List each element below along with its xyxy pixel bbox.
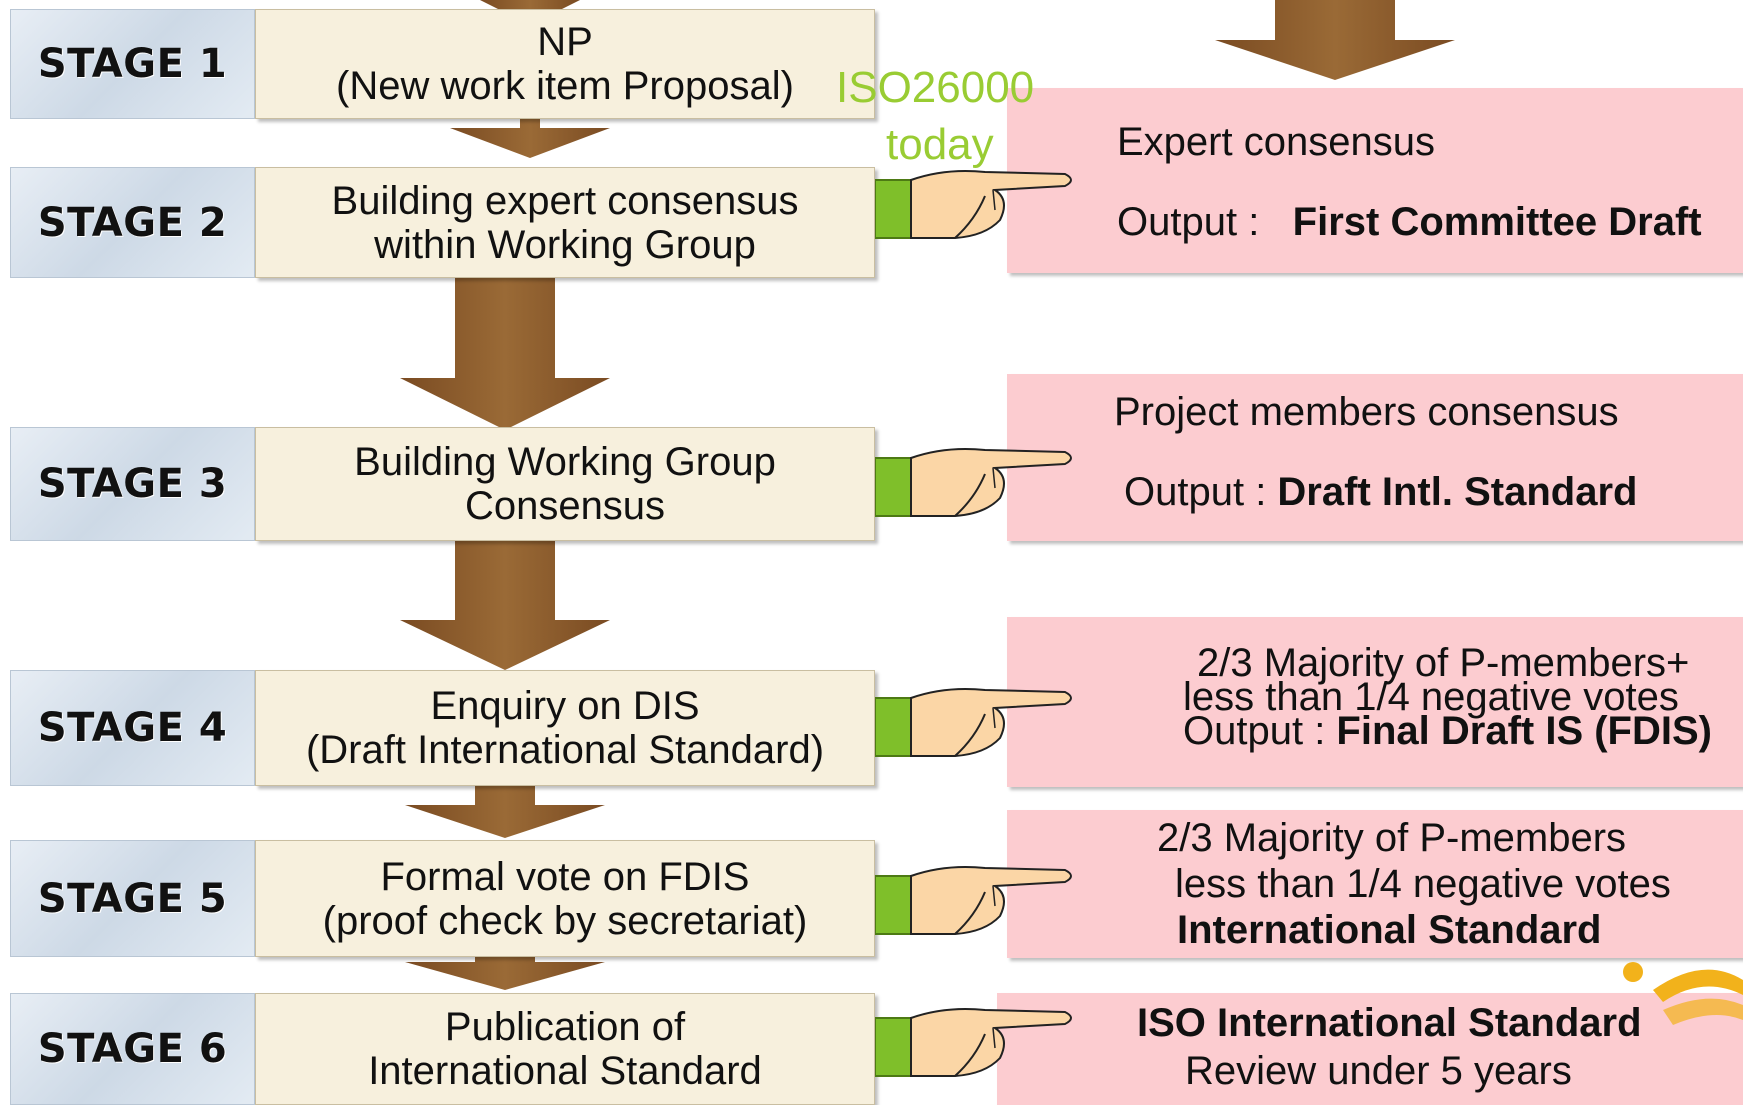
arrow-right-top xyxy=(1215,0,1455,80)
output-stage2-prefix: Output : xyxy=(1117,200,1271,244)
output-box-stage2: Expert consensus Output : First Committe… xyxy=(1007,88,1743,273)
stage-3-line-2: Consensus xyxy=(464,484,666,528)
logo-fragment xyxy=(1623,962,1743,1025)
output-box-stage3: Project members consensus Output : Draft… xyxy=(1007,374,1743,541)
stage-1-line-1: NP xyxy=(537,20,593,64)
stage-4-label: STAGE 4 xyxy=(10,670,255,786)
stage-2-box: Building expert consensus within Working… xyxy=(255,167,875,278)
pointing-hand-icon xyxy=(875,688,1072,757)
stage-5-line-2: (proof check by secretariat) xyxy=(322,898,808,943)
output-stage2-value: First Committee Draft xyxy=(1292,200,1702,244)
stage-2-line-2: within Working Group xyxy=(374,222,756,267)
pointing-hand-icon xyxy=(875,170,1072,239)
pointing-hand-icon xyxy=(875,1008,1072,1077)
stage-2-line-1: Building expert consensus xyxy=(331,178,799,223)
output-stage3-prefix: Output : xyxy=(1124,470,1278,514)
output-box-stage5: 2/3 Majority of P-members less than 1/4 … xyxy=(1007,810,1743,958)
stage-6-label: STAGE 6 xyxy=(10,993,255,1105)
output-stage3-output: Output : Draft Intl. Standard xyxy=(1124,470,1637,514)
stage-1-line-2: (New work item Proposal) xyxy=(336,64,794,108)
stage-5-box: Formal vote on FDIS (proof check by secr… xyxy=(255,840,875,957)
arrow-stage1-to-stage2 xyxy=(450,118,610,158)
stage-1-label: STAGE 1 xyxy=(10,9,255,119)
stage-6-line-2: International Standard xyxy=(368,1049,762,1093)
arrow-into-stage1 xyxy=(480,0,580,10)
marker-today: today xyxy=(886,120,994,169)
output-stage3-line1: Project members consensus xyxy=(1114,390,1619,434)
output-stage2-output: Output : First Committee Draft xyxy=(1117,200,1702,244)
stage-6-line-1: Publication of xyxy=(444,1005,686,1049)
output-stage6-line1: ISO International Standard xyxy=(1137,1001,1642,1045)
output-stage5-line2: less than 1/4 negative votes xyxy=(1175,862,1671,906)
stage-3-label: STAGE 3 xyxy=(10,427,255,541)
stage-3-line-1: Building Working Group xyxy=(354,440,776,484)
stage-4-line-2: (Draft International Standard) xyxy=(305,728,825,772)
output-stage2-line1: Expert consensus xyxy=(1117,120,1435,164)
output-stage5-line3: International Standard xyxy=(1177,908,1602,952)
arrow-stage2-to-stage3 xyxy=(400,278,610,430)
stage-2-label: STAGE 2 xyxy=(10,167,255,278)
stage-5-label: STAGE 5 xyxy=(10,840,255,957)
output-stage4-prefix: Output : xyxy=(1183,709,1337,753)
output-stage5-line1: 2/3 Majority of P-members xyxy=(1157,816,1627,860)
arrow-stage5-to-stage6 xyxy=(405,955,605,990)
arrow-stage3-to-stage4 xyxy=(400,540,610,670)
pointing-hand-icon xyxy=(875,448,1072,517)
output-stage3-value: Draft Intl. Standard xyxy=(1277,470,1638,514)
output-box-stage4: 2/3 Majority of P-members+ less than 1/4… xyxy=(1007,617,1743,787)
marker-iso26000: ISO26000 xyxy=(836,63,1035,112)
stage-4-box: Enquiry on DIS (Draft International Stan… xyxy=(255,670,875,786)
output-stage4-line2: less than 1/4 negative votes xyxy=(1183,675,1679,719)
output-box-stage6: ISO International Standard Review under … xyxy=(997,993,1743,1105)
stage-3-box: Building Working Group Consensus xyxy=(255,427,875,541)
output-stage4-value: Final Draft IS (FDIS) xyxy=(1336,709,1712,753)
output-stage4-output: Output : Final Draft IS (FDIS) xyxy=(1183,711,1712,751)
stage-6-box: Publication of International Standard xyxy=(255,993,875,1105)
output-stage6-line2: Review under 5 years xyxy=(1185,1049,1572,1093)
output-stage4-line1: 2/3 Majority of P-members+ xyxy=(1197,641,1690,685)
arrow-stage4-to-stage5 xyxy=(405,785,605,838)
stage-4-line-1: Enquiry on DIS xyxy=(430,684,700,728)
stage-1-box: NP (New work item Proposal) xyxy=(255,9,875,119)
stage-5-line-1: Formal vote on FDIS xyxy=(380,854,750,899)
pointing-hand-icon xyxy=(875,866,1072,935)
